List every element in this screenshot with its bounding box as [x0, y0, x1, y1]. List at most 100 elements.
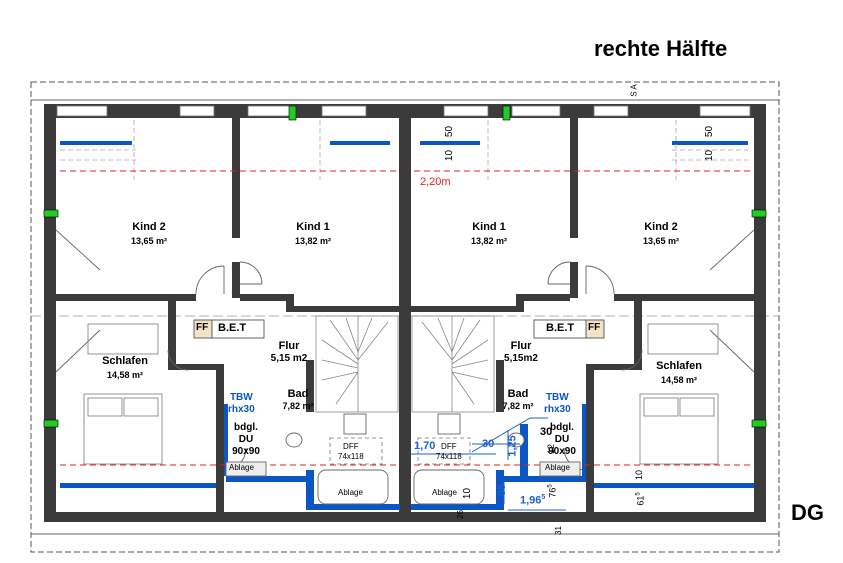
- room-label: Kind 1 13,82 m²: [268, 221, 358, 246]
- dimension-lines: [410, 417, 566, 511]
- room-label: Flur 5,15 m2: [254, 340, 324, 364]
- room-label: Schlafen 14,58 m²: [634, 360, 724, 385]
- room-name: Kind 1: [296, 221, 330, 233]
- floor-label: DG: [791, 500, 824, 525]
- dim-label: 31: [553, 526, 563, 535]
- dim-label: 26: [455, 510, 465, 519]
- shower-line: bdgl.: [234, 422, 258, 433]
- room-label: Bad 7,82 m²: [488, 388, 548, 411]
- dim-label: 765: [548, 484, 558, 497]
- room-name: Schlafen: [656, 360, 702, 372]
- room-area: 13,82 m²: [294, 236, 332, 246]
- skylight-boxes: [329, 437, 471, 465]
- dim-value: 61: [635, 495, 646, 506]
- room-label: Bad 7,82 m²: [268, 388, 328, 411]
- room-label: Kind 2 13,65 m²: [104, 221, 194, 246]
- roof-outline: [30, 81, 780, 553]
- room-area: 13,82 m²: [470, 236, 508, 246]
- room-name: Kind 2: [644, 221, 678, 233]
- dim-sup: 5: [541, 494, 546, 501]
- shower-line: DU: [554, 434, 570, 445]
- dim-label: 12: [546, 443, 557, 455]
- dff-label: DFF 74x118: [338, 442, 364, 462]
- room-area: 14,58 m²: [660, 375, 698, 385]
- dim-value: 76: [547, 487, 558, 498]
- staircase: [315, 315, 495, 413]
- height-label: 2,20m: [420, 176, 451, 188]
- ablage-label: Ablage: [545, 463, 570, 472]
- tbw-label: TBW rhx30: [544, 392, 571, 416]
- dim-value: 1,96: [520, 494, 542, 507]
- dim-label: 10: [634, 469, 645, 481]
- sa-label: S A: [629, 84, 639, 97]
- room-name: Bad: [507, 388, 529, 400]
- ff-label: FF: [196, 322, 209, 333]
- dim-label: 10: [462, 487, 474, 500]
- room-name: Kind 1: [472, 221, 506, 233]
- shower-line: 90x90: [232, 446, 260, 457]
- room-area: 13,65 m²: [642, 236, 680, 246]
- dim-label: 10: [704, 149, 716, 162]
- shower-line: DU: [238, 434, 254, 445]
- ff-boxes: [193, 319, 605, 339]
- room-name: Bad: [287, 388, 309, 400]
- dim-label: 10: [444, 149, 456, 162]
- bet-label: B.E.T: [218, 322, 247, 334]
- dff-size: 74x118: [338, 452, 364, 461]
- dff-name: DFF: [441, 442, 457, 451]
- dim-label: 85: [496, 483, 509, 497]
- shower-label: bdgl. DU 90x90: [228, 422, 264, 458]
- room-area: 5,15 m2: [270, 353, 308, 364]
- dim-sup: 5: [547, 484, 554, 488]
- shower-line: bdgl.: [550, 422, 574, 433]
- room-area: 7,82 m²: [282, 401, 314, 411]
- room-label: Flur 5,15m2: [486, 340, 556, 364]
- dim-label: 50: [444, 125, 456, 138]
- room-label: Kind 1 13,82 m²: [444, 221, 534, 246]
- shower-label: bdgl. DU 90x90: [544, 422, 580, 458]
- dff-size: 74x118: [436, 452, 462, 461]
- room-name: Schlafen: [102, 355, 148, 367]
- dim-label: 30: [482, 438, 495, 450]
- ablage-label: Ablage: [229, 463, 254, 472]
- tbw-type: rhx30: [544, 404, 571, 415]
- dim-label: 615: [636, 492, 646, 505]
- ablage-label: Ablage: [432, 488, 457, 497]
- shower-line: 90x90: [548, 446, 576, 457]
- ablage-label: Ablage: [338, 488, 363, 497]
- interior-walls: [56, 118, 754, 514]
- room-area: 13,65 m²: [130, 236, 168, 246]
- room-area: 14,58 m²: [106, 370, 144, 380]
- beds: [83, 323, 719, 465]
- tbw-name: TBW: [545, 392, 569, 403]
- green-markers: [43, 105, 767, 428]
- tbw-type: rhx30: [228, 404, 255, 415]
- room-name: Flur: [278, 340, 300, 352]
- room-label: Kind 2 13,65 m²: [616, 221, 706, 246]
- dff-name: DFF: [343, 442, 359, 451]
- bet-label: B.E.T: [546, 322, 575, 334]
- page-title: rechte Hälfte: [594, 36, 728, 61]
- room-label: Schlafen 14,58 m²: [80, 355, 170, 380]
- outer-walls: [44, 104, 766, 522]
- window-markers: [60, 141, 754, 510]
- room-name: Flur: [510, 340, 532, 352]
- dim-label: 1,25: [506, 435, 519, 457]
- dim-label: 30: [540, 426, 553, 438]
- dim-sup: 5: [635, 492, 642, 496]
- room-area: 7,82 m²: [502, 401, 534, 411]
- room-name: Kind 2: [132, 221, 166, 233]
- ff-label: FF: [588, 322, 601, 333]
- room-area: 5,15m2: [504, 353, 538, 364]
- top-windows: [56, 105, 751, 117]
- bath-fixtures: [225, 413, 581, 505]
- height-lines: [60, 170, 750, 466]
- tbw-name: TBW: [229, 392, 253, 403]
- dim-label: 1,70: [414, 440, 436, 452]
- dim-label: 50: [704, 125, 716, 138]
- tbw-label: TBW rhx30: [228, 392, 255, 416]
- dff-label: DFF 74x118: [436, 442, 462, 462]
- dim-label: 1,965: [520, 494, 545, 507]
- ceiling-lines: [60, 120, 748, 180]
